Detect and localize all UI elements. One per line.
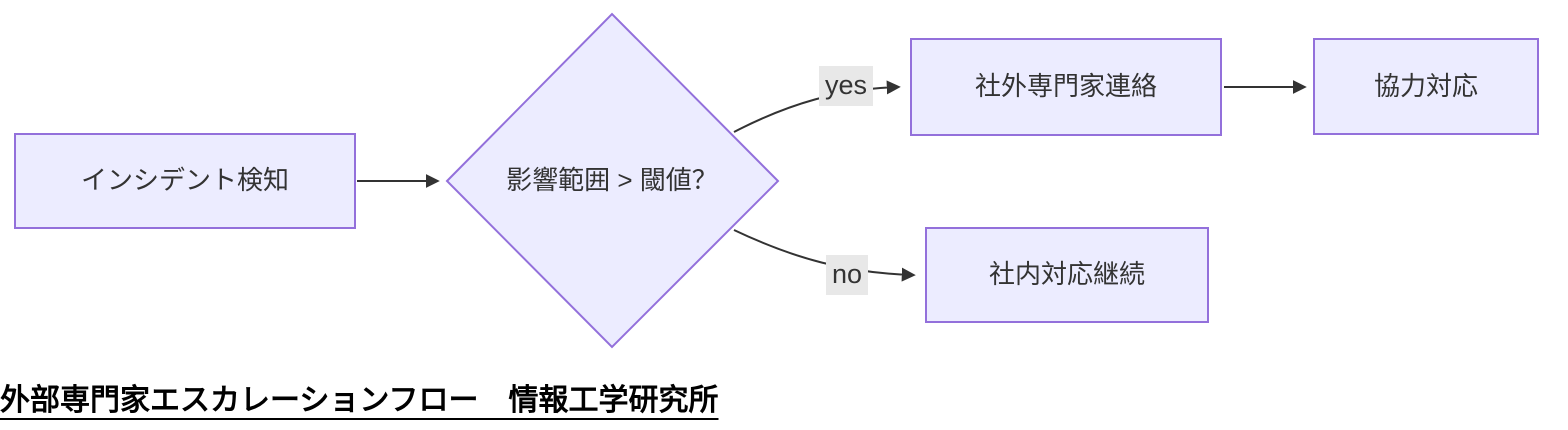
- node-incident-label: インシデント検知: [80, 165, 289, 196]
- node-external-expert-contact: 社外専門家連絡: [910, 38, 1222, 136]
- diagram-caption: 外部専門家エスカレーションフロー 情報工学研究所: [0, 384, 719, 417]
- edge-label-no: no: [826, 255, 869, 295]
- edge-label-yes: yes: [819, 66, 874, 106]
- edge-decision-to-external-yes: [733, 80, 901, 133]
- node-external-label: 社外専門家連絡: [974, 71, 1157, 102]
- node-incident-detection: インシデント検知: [14, 133, 356, 229]
- node-decision-label: 影響範囲 > 閾値？: [506, 165, 718, 195]
- node-internal-label: 社内対応継続: [988, 259, 1145, 290]
- node-cooperative-response: 協力対応: [1313, 38, 1539, 135]
- edge-decision-to-internal-no: [733, 229, 916, 282]
- node-internal-response-continue: 社内対応継続: [925, 227, 1209, 323]
- node-cooperate-label: 協力対応: [1373, 70, 1478, 101]
- decision-diamond-shape: [445, 12, 780, 349]
